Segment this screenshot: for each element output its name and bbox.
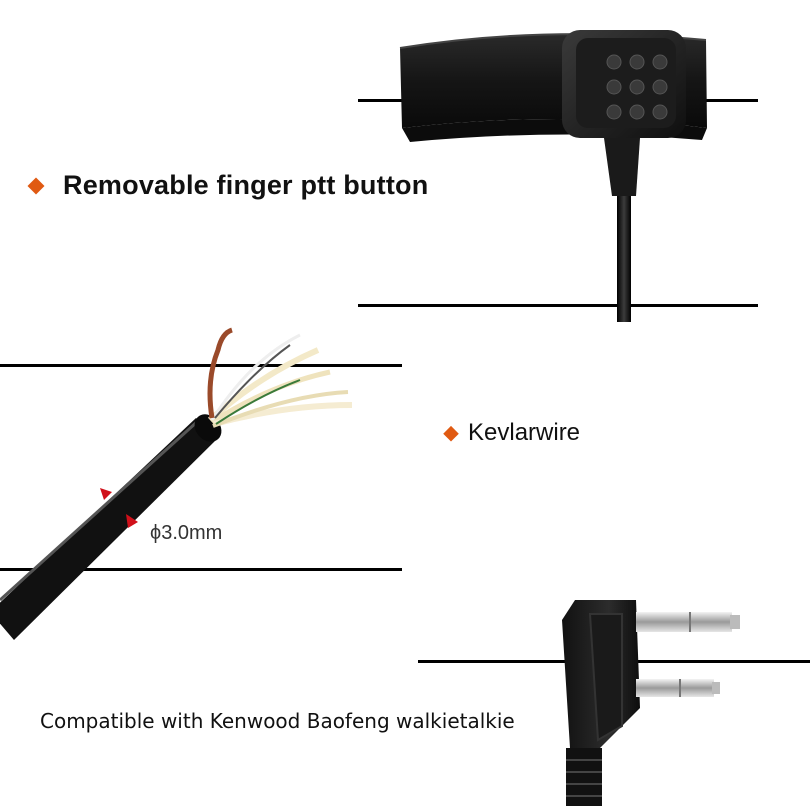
- diameter-marker-top: [100, 488, 112, 500]
- caption-ptt: Removable finger ptt button: [63, 170, 429, 200]
- short-pin: [636, 679, 714, 697]
- divider-line-cable-top: [0, 364, 402, 367]
- caption-compatible: Compatible with Kenwood Baofeng walkieta…: [40, 709, 515, 733]
- caption-diameter: ϕ3.0mm: [150, 522, 223, 544]
- divider-line-cable-bottom: [0, 568, 402, 571]
- kenwood-plug-photo: [562, 600, 740, 806]
- caption-kevlar: Kevlarwire: [468, 419, 581, 446]
- long-pin: [636, 612, 732, 632]
- diameter-marker-bottom: [126, 514, 138, 528]
- orange-diamond-icon: [27, 177, 45, 195]
- kevlar-cable-photo: [0, 327, 353, 640]
- ptt-button-dots: [606, 54, 668, 120]
- orange-diamond-icon: [443, 425, 459, 442]
- ptt-cable: [617, 196, 631, 322]
- divider-line-ptt-bottom: [358, 304, 758, 307]
